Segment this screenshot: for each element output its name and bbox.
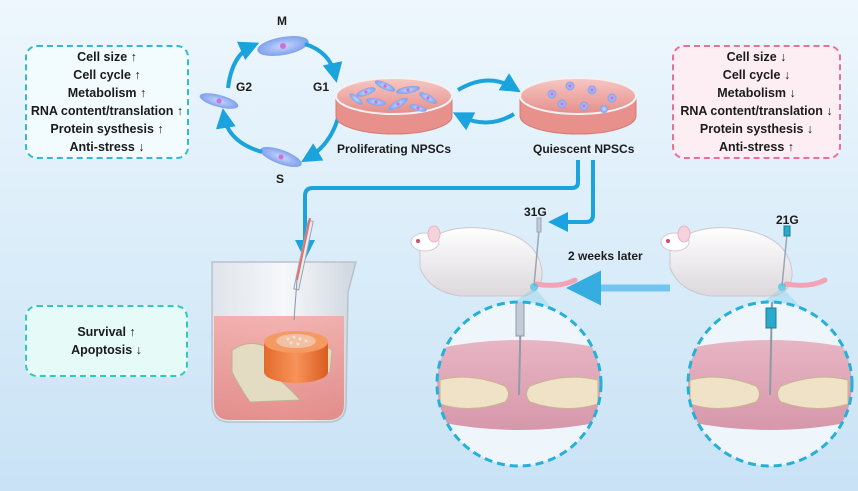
quiescent-properties-box: Cell size ↓ Cell cycle ↓ Metabolism ↓ RN… — [672, 45, 841, 159]
cell-g2-phase — [199, 93, 239, 109]
property-line: RNA content/translation ↓ — [680, 104, 833, 118]
beaker-syringe — [293, 217, 314, 321]
outcome-line: Apoptosis ↓ — [71, 343, 142, 357]
arrow-to-beaker — [295, 160, 580, 260]
arrow-dish-to-s — [301, 117, 340, 163]
proliferating-properties-box: Cell size ↑ Cell cycle ↑ Metabolism ↑ RN… — [25, 45, 189, 159]
mouse-21g — [660, 225, 828, 297]
property-line: Protein systhesis ↑ — [50, 122, 164, 136]
tail-zoom-31g — [435, 300, 603, 468]
arrow-s-to-g2 — [215, 108, 263, 154]
needle-31g-label: 31G — [524, 205, 547, 219]
property-line: Cell size ↓ — [726, 50, 787, 64]
time-interval-label: 2 weeks later — [568, 249, 643, 263]
property-line: Metabolism ↓ — [717, 86, 796, 100]
needle-21g-label: 21G — [776, 213, 799, 227]
property-line: Protein systhesis ↓ — [699, 122, 814, 136]
cell-cycle-diagram — [199, 36, 343, 167]
mouse-31g — [410, 217, 578, 297]
arrow-g2-to-m — [226, 41, 260, 89]
proliferating-dish-label: Proliferating NPSCs — [337, 142, 452, 156]
tail-zoom-21g — [686, 300, 854, 468]
arrow-m-to-g1 — [304, 42, 343, 83]
phase-g2-label: G2 — [236, 80, 253, 94]
property-line: Anti-stress ↑ — [718, 140, 795, 154]
arrow-to-mouse — [548, 160, 595, 232]
arrow-to-quiescent — [456, 73, 521, 93]
outcome-box: Survival ↑ Apoptosis ↓ — [25, 305, 188, 377]
property-line: Anti-stress ↓ — [69, 140, 145, 154]
arrow-to-proliferating — [452, 112, 516, 131]
proliferating-dish — [335, 77, 453, 135]
property-line: Cell size ↑ — [77, 50, 137, 64]
phase-m-label: M — [277, 14, 287, 28]
property-line: Metabolism ↑ — [67, 86, 147, 100]
outcome-line: Survival ↑ — [77, 325, 136, 339]
property-line: Cell cycle ↑ — [73, 68, 141, 82]
quiescent-dish — [519, 77, 637, 135]
phase-g1-label: G1 — [313, 80, 330, 94]
quiescent-dish-label: Quiescent NPSCs — [533, 142, 635, 156]
vertebra-model — [231, 331, 333, 403]
beaker — [211, 217, 357, 423]
property-line: Cell cycle ↓ — [722, 68, 791, 82]
property-line: RNA content/translation ↑ — [30, 104, 184, 118]
cell-s-phase — [260, 147, 302, 167]
phase-s-label: S — [276, 172, 285, 186]
cell-m-phase — [257, 36, 309, 56]
